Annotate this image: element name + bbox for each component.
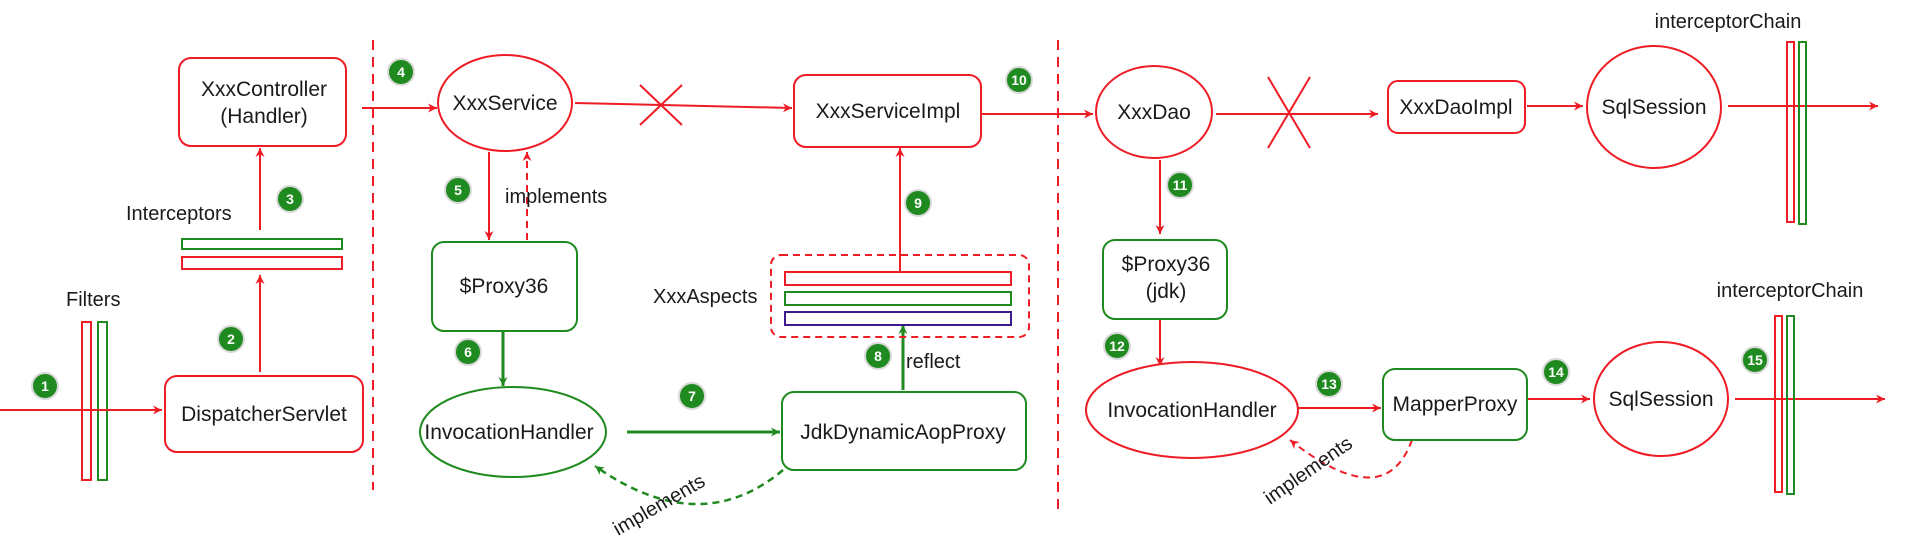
step-badge-13: 13 — [1315, 370, 1343, 398]
arrow-service-impl — [574, 102, 793, 113]
step-badge-5: 5 — [444, 176, 472, 204]
xxx-aspects-group — [770, 254, 1030, 338]
arrow-mapperproxy-implements-invocation — [1289, 439, 1413, 479]
step-badge-12: 12 — [1103, 332, 1131, 360]
xxx-aspects-label: XxxAspects — [653, 286, 757, 308]
proxy36-node[interactable]: $Proxy36 — [431, 241, 578, 332]
blocked-cross-service — [639, 84, 683, 126]
step-badge-number: 3 — [286, 191, 294, 207]
xxx-service-impl-node[interactable]: XxxServiceImpl — [793, 74, 982, 148]
blocked-cross-dao — [1267, 76, 1311, 149]
xxx-dao-impl-node[interactable]: XxxDaoImpl — [1387, 80, 1526, 134]
step-badge-2: 2 — [217, 325, 245, 353]
step-badge-14: 14 — [1542, 358, 1570, 386]
step-badge-4: 4 — [387, 58, 415, 86]
step-badge-number: 14 — [1548, 364, 1564, 380]
sqlsession-bottom-node[interactable]: SqlSession — [1593, 341, 1729, 457]
invocation-handler-dao-node[interactable]: InvocationHandler — [1085, 361, 1299, 459]
interceptor-chain-bottom-label: interceptorChain — [1717, 280, 1864, 302]
interceptor-chain-bottom-bars — [1774, 315, 1795, 495]
step-badge-number: 1 — [41, 378, 49, 394]
svg-text:XxxService: XxxService — [452, 92, 557, 115]
interceptors-label: Interceptors — [126, 203, 232, 225]
svg-text:SqlSession: SqlSession — [1608, 388, 1713, 411]
interceptor-chain-top-bars — [1786, 41, 1807, 225]
svg-text:JdkDynamicAopProxy: JdkDynamicAopProxy — [800, 421, 1006, 444]
xxx-service-node[interactable]: XxxService — [437, 54, 573, 152]
svg-text:(Handler): (Handler) — [220, 105, 308, 128]
svg-text:SqlSession: SqlSession — [1601, 96, 1706, 119]
step-badge-number: 8 — [874, 348, 882, 364]
svg-text:$Proxy36: $Proxy36 — [460, 275, 549, 298]
reflect-label: reflect — [906, 351, 961, 373]
filters-bars — [81, 321, 108, 481]
xxx-controller-node[interactable]: XxxController (Handler) — [178, 57, 347, 147]
xxx-dao-node[interactable]: XxxDao — [1095, 65, 1213, 159]
step-badge-number: 5 — [454, 182, 462, 198]
step-badge-number: 9 — [914, 195, 922, 211]
step-badge-number: 15 — [1747, 352, 1763, 368]
xxx-aspects-bars — [784, 271, 1012, 326]
svg-text:DispatcherServlet: DispatcherServlet — [181, 403, 347, 426]
step-badge-number: 4 — [397, 64, 405, 80]
svg-text:MapperProxy: MapperProxy — [1393, 393, 1518, 416]
svg-text:(jdk): (jdk) — [1146, 280, 1187, 303]
step-badge-9: 9 — [904, 189, 932, 217]
step-badge-number: 12 — [1109, 338, 1125, 354]
step-badge-3: 3 — [276, 185, 304, 213]
mapper-proxy-node[interactable]: MapperProxy — [1382, 368, 1528, 441]
svg-text:XxxController: XxxController — [201, 78, 327, 101]
step-badge-10: 10 — [1005, 66, 1033, 94]
step-badge-7: 7 — [678, 382, 706, 410]
step-badge-number: 6 — [464, 344, 472, 360]
sqlsession-top-node[interactable]: SqlSession — [1586, 45, 1722, 169]
step-badge-8: 8 — [864, 342, 892, 370]
dispatcher-servlet-node[interactable]: DispatcherServlet — [164, 375, 364, 453]
implements-service-label: implements — [505, 186, 607, 208]
step-badge-number: 13 — [1321, 376, 1337, 392]
step-badge-6: 6 — [454, 338, 482, 366]
interceptor-chain-top-label: interceptorChain — [1655, 11, 1802, 33]
step-badge-number: 7 — [688, 388, 696, 404]
invocation-handler-node[interactable]: InvocationHandler — [419, 386, 607, 478]
jdk-dynamic-aop-proxy-node[interactable]: JdkDynamicAopProxy — [781, 391, 1027, 471]
step-badge-number: 10 — [1011, 72, 1027, 88]
svg-text:InvocationHandler: InvocationHandler — [424, 421, 593, 444]
svg-text:InvocationHandler: InvocationHandler — [1107, 399, 1276, 422]
step-badge-1: 1 — [31, 372, 59, 400]
arrow-jdkproxy-implements-invocation — [594, 464, 784, 506]
step-badge-15: 15 — [1741, 346, 1769, 374]
interceptors-bars — [181, 238, 343, 270]
step-badge-11: 11 — [1166, 171, 1194, 199]
svg-text:XxxServiceImpl: XxxServiceImpl — [816, 100, 961, 123]
proxy36-jdk-node[interactable]: $Proxy36 (jdk) — [1102, 239, 1228, 320]
svg-text:XxxDaoImpl: XxxDaoImpl — [1399, 96, 1512, 119]
svg-text:XxxDao: XxxDao — [1117, 101, 1191, 124]
step-badge-number: 11 — [1173, 177, 1188, 193]
svg-text:$Proxy36: $Proxy36 — [1122, 253, 1211, 276]
implements-mapper-label: implements — [1260, 432, 1356, 509]
filters-label: Filters — [66, 289, 120, 311]
step-badge-number: 2 — [227, 331, 235, 347]
